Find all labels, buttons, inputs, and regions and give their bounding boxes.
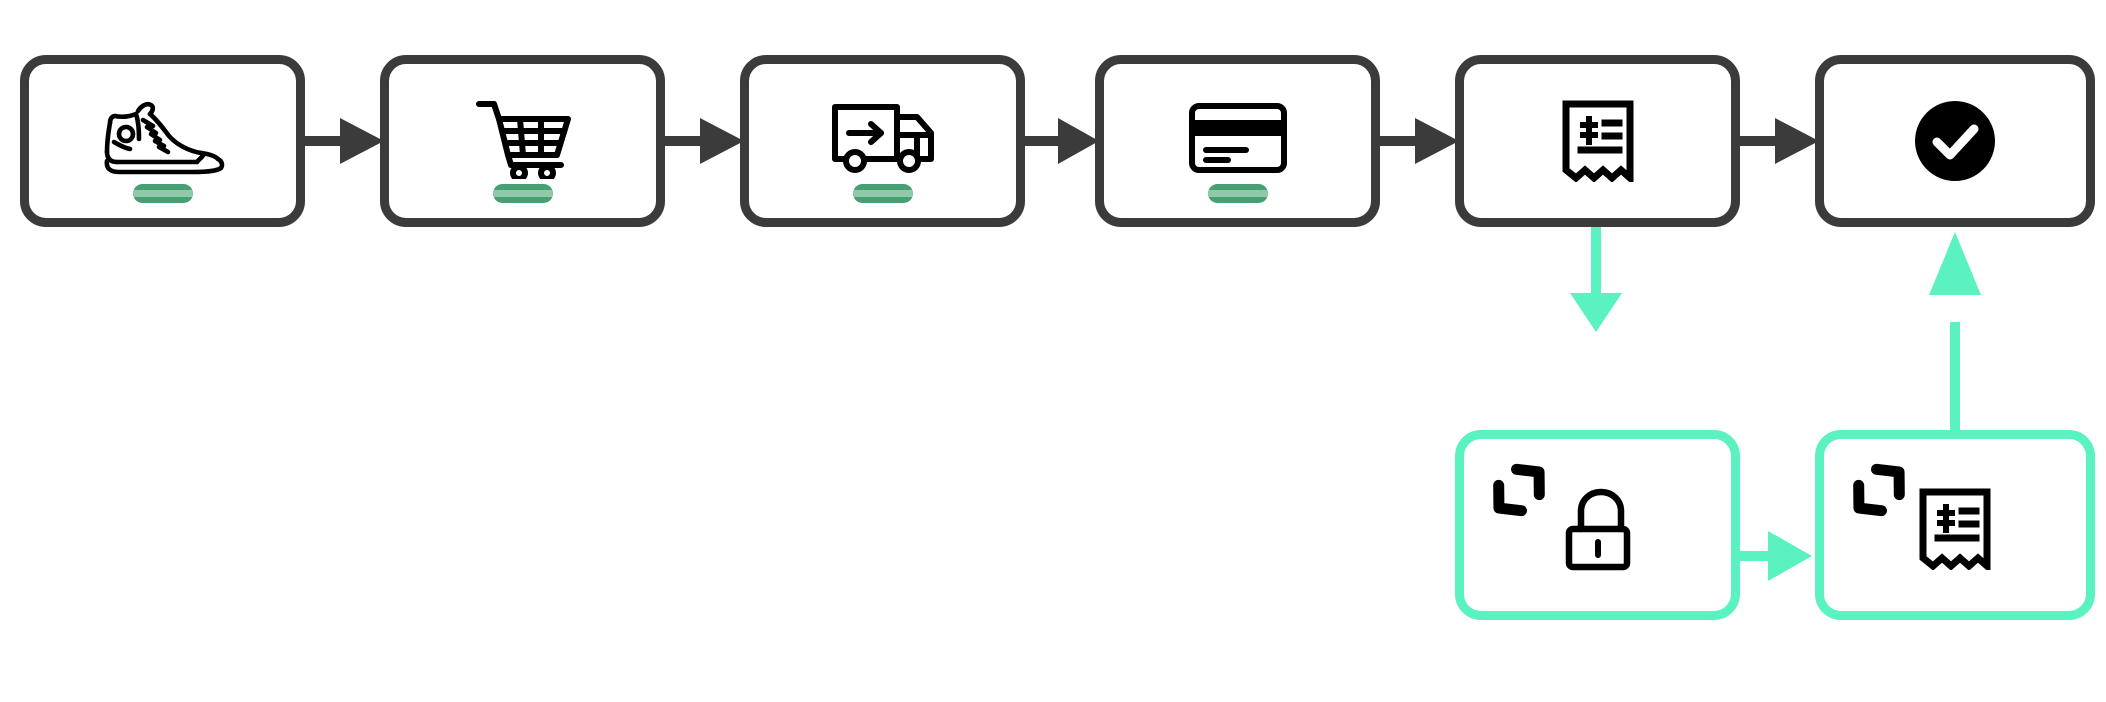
- flow-node-cart[interactable]: [380, 55, 665, 227]
- connector-payment-to-receipt: [1380, 118, 1459, 164]
- credit-card-icon: [1104, 100, 1371, 176]
- status-pill: [492, 184, 553, 203]
- connector-custom-receipt-to-confirmation: [1929, 232, 1981, 432]
- code-brackets-icon: [1842, 453, 1916, 527]
- status-pill: [852, 184, 913, 203]
- sneaker-icon: [29, 97, 296, 179]
- connector-auth-to-custom-receipt: [1740, 531, 1812, 581]
- unlocked-padlock-icon: [1464, 487, 1731, 571]
- connector-receipt-to-auth: [1570, 227, 1622, 332]
- flow-node-shipping[interactable]: [740, 55, 1025, 227]
- flow-node-product[interactable]: [20, 55, 305, 227]
- receipt-icon: [1824, 488, 2086, 570]
- delivery-truck-icon: [749, 103, 1016, 173]
- status-pill: [132, 184, 193, 203]
- flow-node-custom-receipt[interactable]: [1815, 430, 2095, 620]
- flow-node-receipt[interactable]: [1455, 55, 1740, 227]
- code-brackets-icon: [1482, 453, 1556, 527]
- check-circle-filled-icon: [1824, 98, 2086, 184]
- status-pill: [1207, 184, 1268, 203]
- flow-node-payment[interactable]: [1095, 55, 1380, 227]
- flow-node-confirmation[interactable]: [1815, 55, 2095, 227]
- receipt-icon: [1464, 100, 1731, 182]
- connector-cart-to-shipping: [665, 118, 744, 164]
- connector-shipping-to-payment: [1025, 118, 1099, 164]
- connector-product-to-cart: [305, 118, 384, 164]
- flow-node-auth[interactable]: [1455, 430, 1740, 620]
- connector-receipt-to-confirmation: [1740, 118, 1819, 164]
- shopping-cart-icon: [389, 95, 656, 179]
